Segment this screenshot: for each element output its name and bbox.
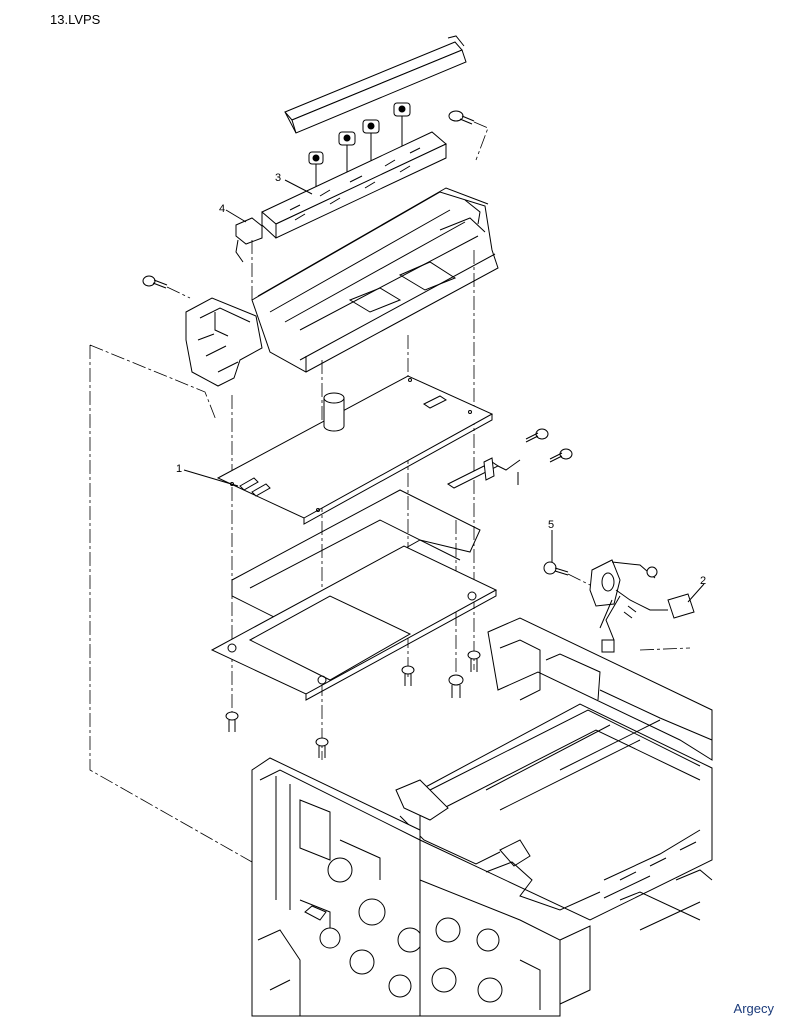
alignment-line-inlet: [567, 573, 691, 651]
alignment-line-screw: [473, 121, 489, 161]
pickup-rollers: [308, 102, 411, 200]
callout-1: 1: [176, 463, 182, 475]
callout-3: 3: [275, 172, 281, 184]
callout-5: 5: [548, 519, 554, 531]
callout-2: 2: [700, 575, 706, 587]
screw-left-chassis: [142, 275, 168, 289]
callout-leaders: [183, 179, 705, 603]
screw-top-right: [448, 110, 475, 125]
watermark-brand: Argecy: [733, 1001, 774, 1016]
sensor-part: [235, 217, 263, 263]
callout-4: 4: [219, 203, 225, 215]
frame-alignment-line: [89, 344, 253, 863]
top-roller-cover: [284, 35, 467, 134]
lvps-circuit-board: [216, 375, 494, 525]
ac-inlet-harness: [589, 559, 695, 653]
lvps-shield-plate: [210, 545, 498, 701]
inlet-screw: [543, 561, 569, 576]
printer-main-frame: [251, 617, 713, 1017]
ground-bracket: [447, 428, 573, 489]
roller-guide-plate: [261, 131, 447, 239]
mounting-screws: [225, 650, 481, 758]
alignment-line-left-screw: [166, 286, 191, 299]
feed-chassis: [185, 187, 499, 387]
page-title: 13.LVPS: [50, 12, 101, 27]
